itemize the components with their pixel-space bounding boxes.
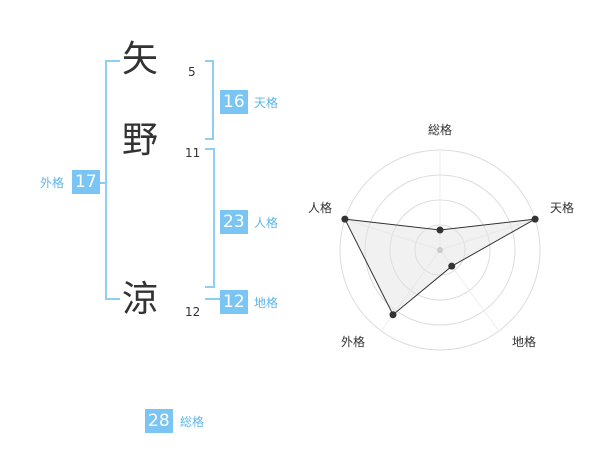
radar-label-tenkaku: 天格 [550, 201, 575, 215]
radar-axis-line-4 [344, 218, 441, 251]
radar-point-4 [341, 215, 349, 223]
radar-label-jinkaku: 人格 [308, 201, 333, 215]
name-char-3: 涼 [121, 279, 158, 320]
gaikaku-bracket-bottom [105, 298, 120, 300]
gaikaku-bracket-connector [98, 182, 107, 184]
name-char-2: 野 [121, 120, 158, 161]
tenkaku-value: 16 [220, 90, 248, 114]
radar-point-0 [436, 226, 444, 234]
radar-center-dot [437, 247, 443, 253]
jinkaku-bracket-vertical [213, 148, 215, 288]
radar-point-2 [448, 262, 456, 270]
jinkaku-bracket-bottom [205, 286, 215, 288]
soukaku-value: 28 [145, 409, 173, 433]
fortune-radar-chart [339, 149, 541, 351]
radar-point-1 [531, 215, 539, 223]
radar-area [344, 218, 536, 316]
gaikaku-bracket-vertical [105, 60, 107, 300]
chikaku-connector [205, 298, 220, 300]
soukaku-label: 総格 [180, 415, 205, 429]
radar-points [341, 215, 539, 319]
stroke-count-3: 12 [185, 305, 201, 319]
tenkaku-label: 天格 [254, 96, 279, 110]
gaikaku-value: 17 [72, 170, 100, 194]
tenkaku-bracket-top [205, 60, 214, 62]
gaikaku-label: 外格 [40, 176, 65, 190]
name-char-1: 矢 [121, 39, 158, 80]
chikaku-value: 12 [220, 290, 248, 314]
tenkaku-bracket-vertical [212, 60, 214, 140]
radar-axis-line-1 [439, 218, 536, 251]
stroke-count-1: 5 [188, 65, 196, 79]
jinkaku-bracket-top [205, 148, 215, 150]
stroke-count-2: 11 [185, 146, 201, 160]
gaikaku-bracket-top [105, 60, 120, 62]
radar-label-soukaku: 総格 [428, 123, 453, 137]
jinkaku-value: 23 [220, 210, 248, 234]
radar-label-gaikaku: 外格 [341, 335, 366, 349]
chikaku-label: 地格 [254, 296, 279, 310]
radar-label-chikaku: 地格 [512, 335, 537, 349]
tenkaku-bracket-bottom [205, 138, 214, 140]
jinkaku-label: 人格 [254, 216, 279, 230]
radar-point-3 [389, 311, 397, 319]
